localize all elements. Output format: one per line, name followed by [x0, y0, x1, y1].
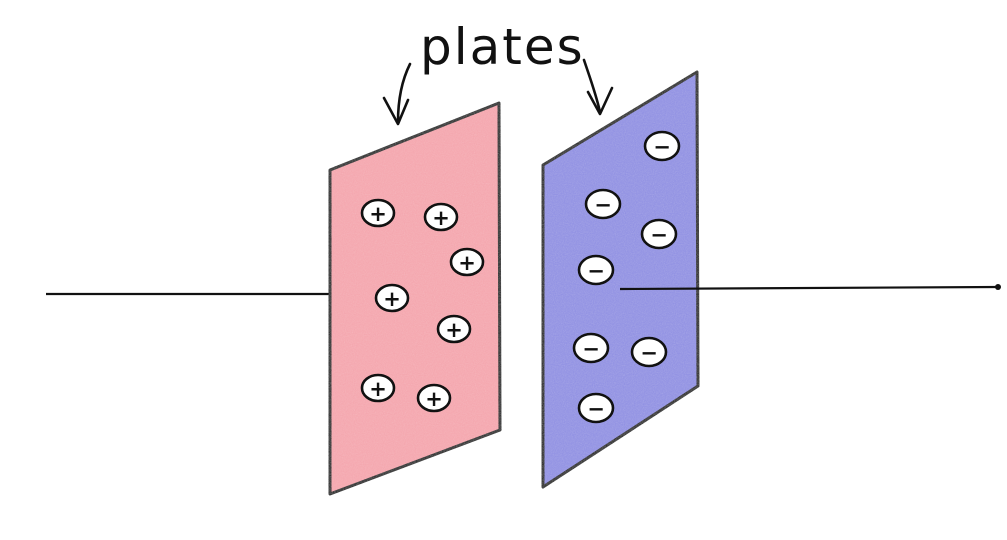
- negative-plate-face: [541, 70, 700, 489]
- negative-charge-symbol: −: [587, 397, 605, 421]
- positive-charge-symbol: +: [369, 377, 387, 401]
- arrow-to-positive-plate-icon: [382, 62, 412, 126]
- right-wire: [619, 285, 999, 291]
- negative-charge-symbol: −: [594, 193, 612, 217]
- negative-charge-circle: [577, 392, 615, 424]
- positive-charge: +: [360, 373, 396, 403]
- negative-charge: −: [643, 130, 681, 162]
- positive-charge: +: [360, 198, 396, 228]
- positive-charge-symbol: +: [445, 318, 463, 342]
- negative-charge: −: [584, 188, 622, 220]
- negative-plate: − − − − − − −: [541, 70, 700, 489]
- negative-charge-circle: [630, 336, 668, 368]
- negative-charges: − − − − − − −: [572, 130, 681, 424]
- positive-charge-symbol: +: [458, 251, 476, 275]
- positive-charge-circle: [374, 283, 410, 313]
- positive-charge-circle: [360, 373, 396, 403]
- positive-charge-circle: [449, 247, 485, 277]
- negative-charge-symbol: −: [650, 223, 668, 247]
- negative-charge: −: [577, 254, 615, 286]
- positive-charge: +: [449, 247, 485, 277]
- negative-charge-circle: [643, 130, 681, 162]
- negative-charge-symbol: −: [587, 259, 605, 283]
- negative-charge-symbol: −: [640, 341, 658, 365]
- positive-charge-symbol: +: [383, 287, 401, 311]
- positive-plate: + + + + + + +: [328, 101, 502, 496]
- positive-charge: +: [436, 314, 472, 344]
- negative-charge-circle: [572, 332, 610, 364]
- positive-charge-circle: [416, 383, 452, 413]
- positive-charge-symbol: +: [432, 206, 450, 230]
- negative-charge: −: [640, 218, 678, 250]
- negative-charge-circle: [640, 218, 678, 250]
- positive-charge-circle: [423, 202, 459, 232]
- positive-plate-face: [328, 101, 502, 496]
- positive-charge-circle: [436, 314, 472, 344]
- negative-charge: −: [572, 332, 610, 364]
- positive-charges: + + + + + + +: [360, 198, 485, 413]
- right-wire-end: [995, 284, 1001, 290]
- negative-charge-symbol: −: [582, 337, 600, 361]
- positive-charge-symbol: +: [369, 202, 387, 226]
- negative-charge: −: [630, 336, 668, 368]
- positive-charge: +: [416, 383, 452, 413]
- negative-charge: −: [577, 392, 615, 424]
- positive-charge-circle: [360, 198, 396, 228]
- negative-charge-circle: [584, 188, 622, 220]
- plates-label: plates: [420, 18, 585, 76]
- positive-charge-symbol: +: [425, 387, 443, 411]
- negative-charge-circle: [577, 254, 615, 286]
- negative-charge-symbol: −: [653, 135, 671, 159]
- positive-charge: +: [374, 283, 410, 313]
- arrow-to-negative-plate-icon: [582, 58, 614, 116]
- positive-charge: +: [423, 202, 459, 232]
